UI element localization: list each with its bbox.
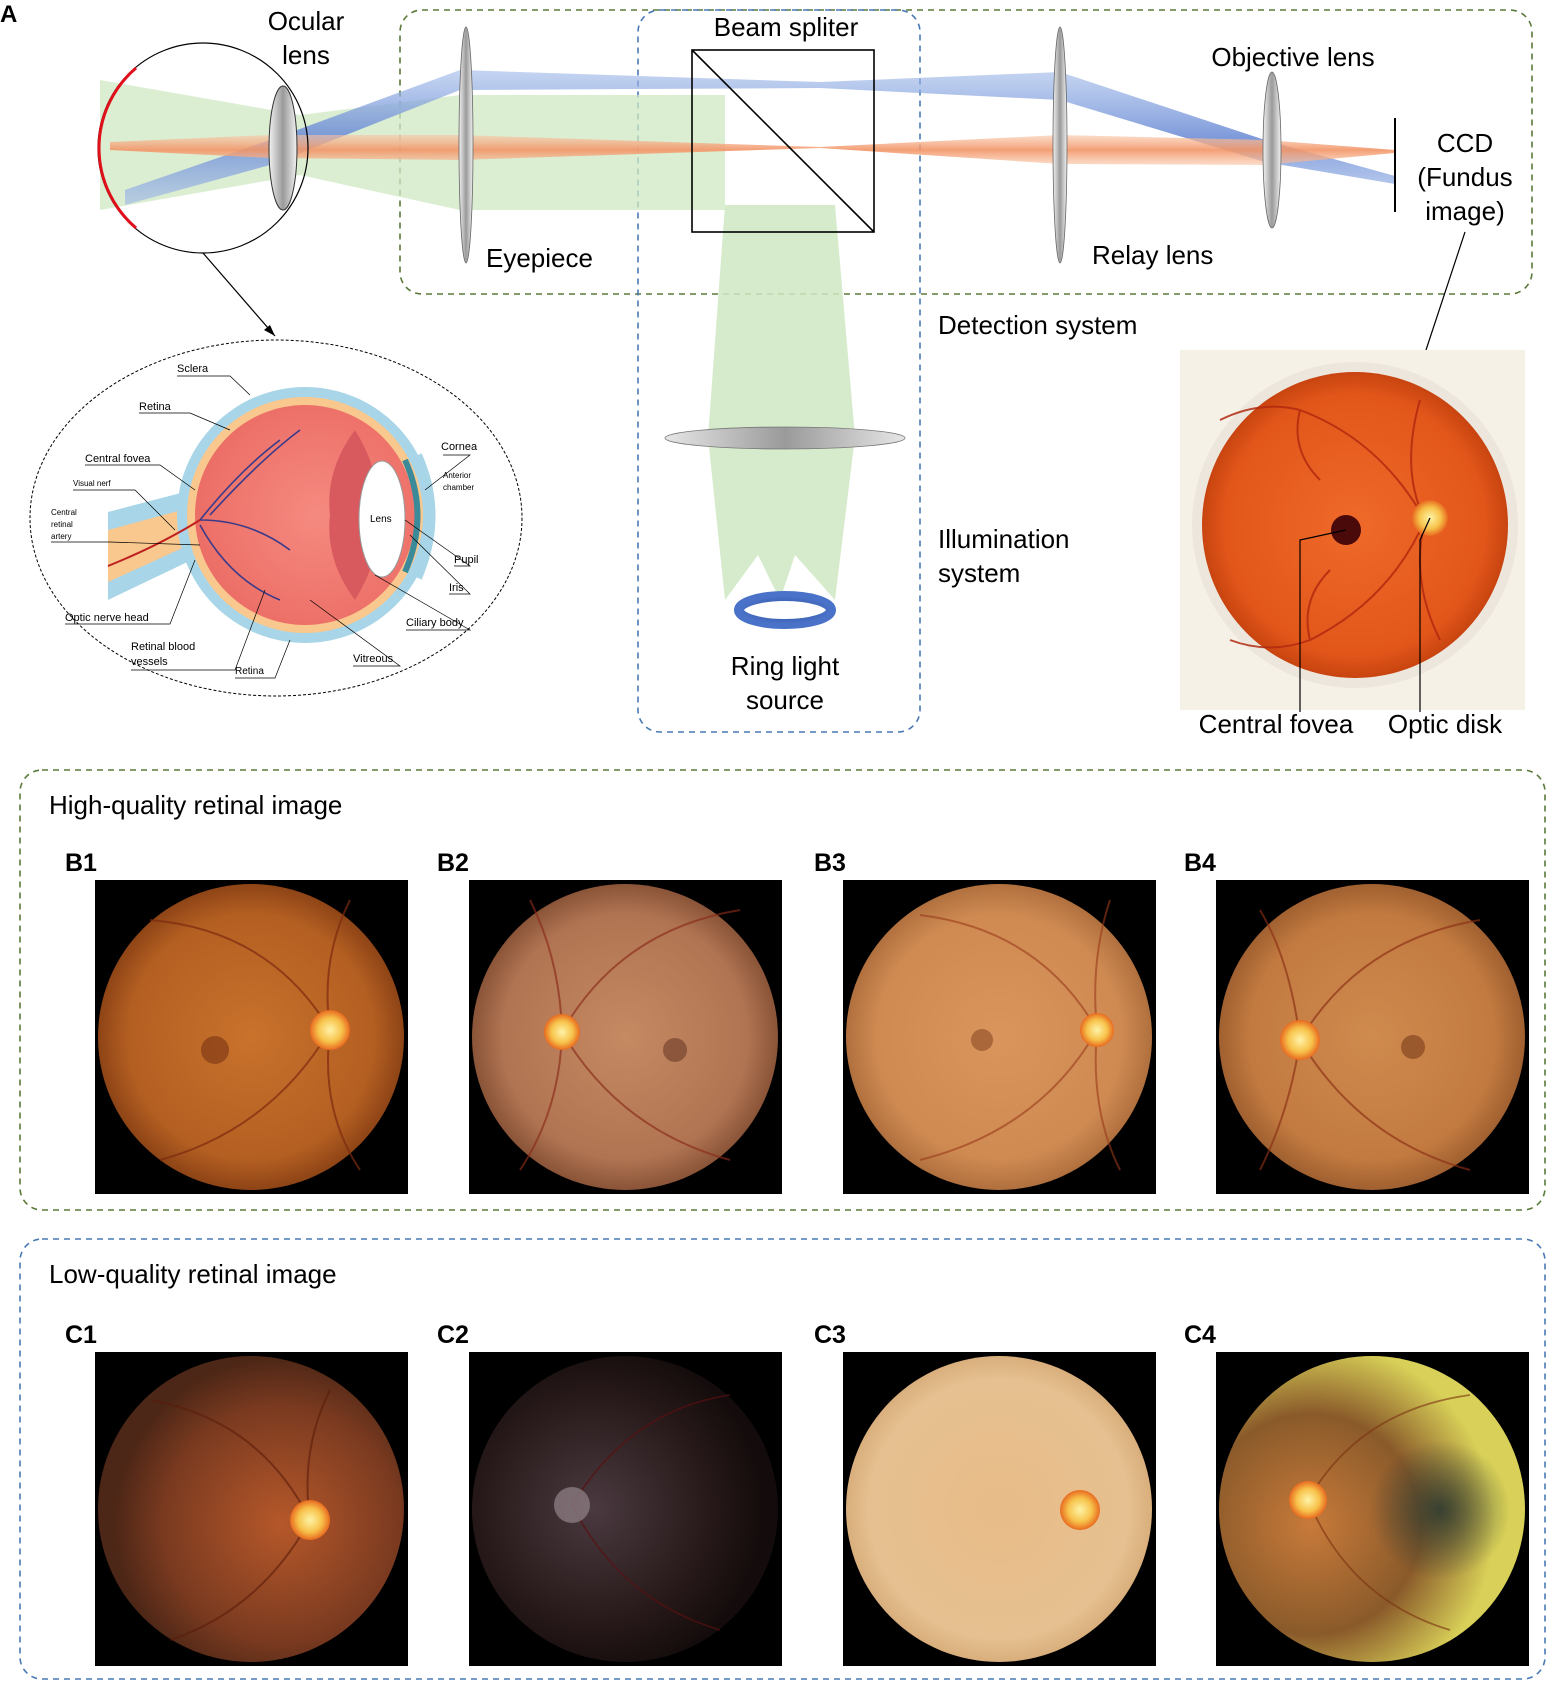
cornea-label: Cornea [441, 441, 478, 453]
fundus-b4 [1216, 880, 1529, 1194]
high-quality-title: High-quality retinal image [49, 790, 342, 820]
optic-nerve-head-label: Optic nerve head [65, 612, 149, 624]
label-c3: C3 [814, 1321, 846, 1349]
retinal-blood-vessels-label-1: Retinal blood [131, 641, 195, 653]
eyepiece-lens-icon [458, 26, 474, 264]
blue-beam [125, 70, 1395, 205]
anatomy-labels: Sclera Retina Central fovea Visual nerf … [51, 363, 478, 677]
panel-letter-a: A [0, 1, 17, 28]
zoom-pointer-line [202, 252, 276, 337]
beam-splitter-icon [691, 49, 875, 233]
anatomy-leader-lines [51, 375, 472, 679]
high-quality-frame [19, 769, 1546, 1211]
pupil-label: Pupil [454, 554, 478, 566]
fundus-b2 [469, 880, 782, 1194]
central-fovea-anatomy-label: Central fovea [85, 453, 151, 465]
optic-disk-label: Optic disk [1388, 709, 1503, 739]
label-c4: C4 [1184, 1321, 1216, 1349]
ccd-label-1: CCD [1437, 128, 1493, 158]
ccd-label-2: (Fundus [1417, 162, 1512, 192]
central-retinal-artery-label-2: retinal [51, 520, 73, 529]
lens-anatomy-label: Lens [370, 514, 392, 525]
ciliary-body-label: Ciliary body [406, 617, 464, 629]
anterior-chamber-label-2: chamber [443, 483, 474, 492]
central-retinal-artery-label-1: Central [51, 508, 77, 517]
illumination-system-label-1: Illumination [938, 524, 1070, 554]
fundus-c1 [95, 1352, 408, 1666]
illumination-light-vertical [708, 205, 855, 600]
label-c1: C1 [65, 1321, 97, 1349]
illumination-system-frame [637, 9, 921, 733]
ring-light-label-2: source [746, 685, 824, 715]
retina-top-label: Retina [139, 401, 172, 413]
retinal-blood-vessels-label-2: vessels [131, 656, 168, 668]
ccd-pointer-line [1425, 231, 1466, 351]
retina-bottom-label: Retina [235, 666, 264, 677]
optic-disk-pointer-line [1419, 517, 1431, 712]
fundus-b1 [95, 880, 408, 1194]
ocular-lens-label-2: lens [282, 40, 330, 70]
visual-nerf-label: Visual nerf [73, 479, 111, 488]
fundus-c2 [469, 1352, 782, 1666]
objective-lens-label: Objective lens [1211, 42, 1374, 72]
ring-light-label-1: Ring light [731, 651, 840, 681]
sclera-label: Sclera [177, 363, 209, 375]
central-retinal-artery-label-3: artery [51, 532, 71, 541]
orange-beam [110, 135, 1395, 165]
low-quality-title: Low-quality retinal image [49, 1259, 337, 1289]
detection-system-label: Detection system [938, 310, 1137, 340]
anterior-chamber-label-1: Anterior [443, 471, 471, 480]
label-b2: B2 [437, 849, 469, 877]
label-b3: B3 [814, 849, 846, 877]
low-quality-frame [19, 1238, 1546, 1680]
fundus-b3 [843, 880, 1156, 1194]
fundus-c3 [843, 1352, 1156, 1666]
fovea-pointer-line [1299, 529, 1347, 712]
relay-lens-label: Relay lens [1092, 240, 1213, 270]
objective-lens-icon [1262, 71, 1282, 229]
ccd-label-3: image) [1425, 196, 1504, 226]
beam-splitter-diagonal [691, 49, 875, 233]
condenser-lens-icon [664, 426, 906, 450]
ring-light-icon [734, 591, 836, 629]
ocular-lens-icon [268, 85, 298, 211]
ocular-lens-label-1: Ocular [268, 6, 345, 36]
fundus-c4 [1216, 1352, 1529, 1666]
beam-splitter-label: Beam spliter [714, 12, 859, 42]
zoom-pointer-arrow [264, 325, 275, 336]
iris-label: Iris [449, 582, 464, 594]
label-b4: B4 [1184, 849, 1216, 877]
retina-arc [97, 66, 137, 230]
central-fovea-label: Central fovea [1199, 709, 1354, 739]
detection-system-frame [399, 9, 1533, 295]
eye-anatomy-illustration [107, 387, 436, 643]
label-b1: B1 [65, 849, 97, 877]
label-c2: C2 [437, 1321, 469, 1349]
illumination-system-label-2: system [938, 558, 1020, 588]
relay-lens-icon [1052, 26, 1068, 264]
eyepiece-label: Eyepiece [486, 243, 593, 273]
vitreous-label: Vitreous [353, 653, 394, 665]
